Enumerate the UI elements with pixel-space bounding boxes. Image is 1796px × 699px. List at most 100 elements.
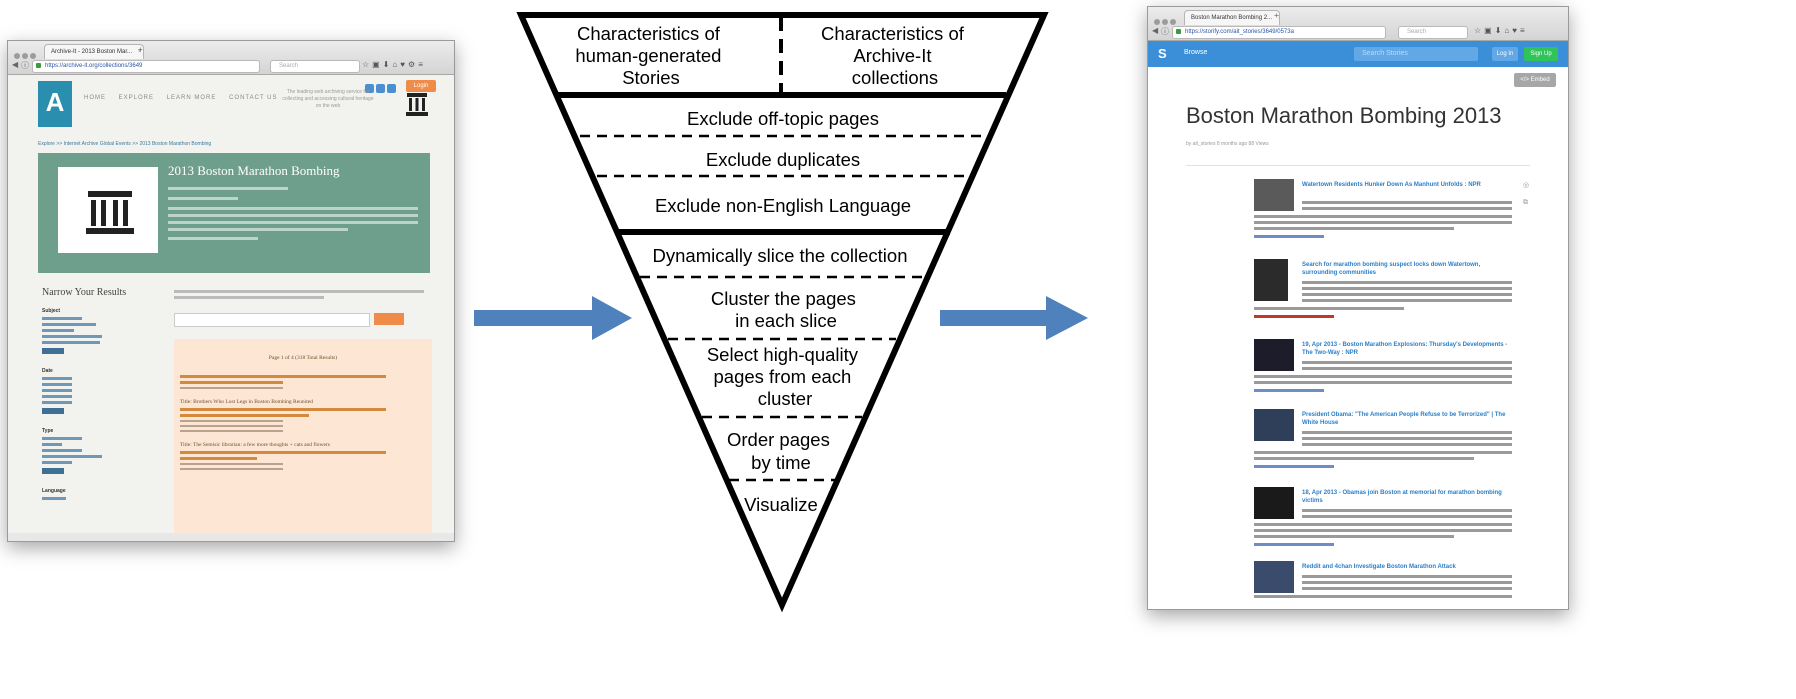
facet-link [42,497,66,500]
item-text [1254,227,1454,230]
browser-tab: Archive-It - 2013 Boston Mar... × [44,44,144,59]
item-text [1254,307,1404,310]
item-source [1254,235,1324,238]
storify-screenshot: Boston Marathon Bombing 2...× + ◀ ⓘ http… [1147,6,1569,610]
more-button [42,408,64,414]
facet-subject: Subject [42,308,61,314]
result-meta [180,468,284,470]
social-icons [363,80,396,98]
browser-chrome: Boston Marathon Bombing 2...× + ◀ ⓘ http… [1148,7,1568,41]
address-bar: https://storify.com/ait_stories/3649/057… [1172,26,1386,39]
pipeline-funnel: Characteristics of human-generated Stori… [516,12,1049,613]
item-text [1254,523,1512,526]
internet-archive-logo [58,167,158,253]
story-item: 19, Apr 2013 - Boston Marathon Explosion… [1188,339,1528,405]
item-thumbnail [1254,561,1294,593]
nav-home: HOME [84,95,106,101]
item-title: Search for marathon bombing suspect lock… [1302,262,1481,276]
facet-link [42,329,74,332]
embed-button: </> Embed [1514,73,1556,87]
page-info: Page 1 of 4 (318 Total Results) [268,355,338,361]
login-button: Log In [1492,47,1518,61]
results-panel: Page 1 of 4 (318 Total Results) Title: B… [174,339,432,541]
item-text [1302,299,1512,302]
facet-link [42,395,72,398]
new-tab-icon: + [1274,11,1279,20]
facet-type: Type [42,428,54,434]
facet-link [42,401,72,404]
item-thumbnail [1254,179,1294,211]
comment-icon: ◎ [1523,182,1530,189]
collection-banner: 2013 Boston Marathon Bombing [38,153,430,273]
item-text [1302,207,1512,210]
result-meta [180,430,284,432]
story-search-input: Search Stories [1354,47,1478,61]
browser-chrome: Archive-It - 2013 Boston Mar...× + ◀ ⓘ h… [8,41,454,75]
divider [1186,165,1530,166]
window-controls [1154,12,1178,30]
item-thumbnail [1254,409,1294,441]
item-source [1254,315,1334,318]
storify-navbar: S Browse Search Stories Log In Sign Up [1148,41,1568,67]
info-icon: ⓘ [1161,27,1169,36]
close-tab-icon: × [138,49,142,55]
collection-title: 2013 Boston Marathon Bombing [168,163,340,178]
tab-title: Archive-It - 2013 Boston Mar... [51,49,133,55]
stories-characteristics-label: Characteristics of human-generated Stori… [575,23,726,88]
archive-it-screenshot: Archive-It - 2013 Boston Mar...× + ◀ ⓘ h… [7,40,455,542]
story-meta: by ait_stories 8 months ago 88 Views [1186,141,1269,147]
item-text [1254,221,1512,224]
result-url [180,457,258,460]
item-text [1302,587,1512,590]
item-text [1254,529,1512,532]
result-url [180,414,309,417]
archive-header: A HOME EXPLORE LEARN MORE CONTACT US The… [38,81,428,131]
browse-link: Browse [1184,49,1208,56]
item-text [1254,457,1474,460]
facet-link [42,335,102,338]
toolbar-icons: ☆▣⬇⌂♥≡ [1474,26,1528,35]
storify-logo-icon: S [1158,46,1167,61]
story-item: President Obama: "The American People Re… [1188,409,1528,481]
step-exclude-duplicates: Exclude duplicates [706,149,860,170]
item-text [1302,575,1512,578]
result-title: Title: Brothers Who Lost Legs in Boston … [180,399,313,405]
item-text [1302,437,1512,440]
signup-button: Sign Up [1524,47,1558,61]
step-visualize: Visualize [744,494,818,515]
story-title: Boston Marathon Bombing 2013 [1186,103,1502,128]
facet-link [42,449,82,452]
facet-link [42,317,82,320]
item-text [1254,375,1512,378]
facet-link [42,443,62,446]
item-title: 19, Apr 2013 - Boston Marathon Explosion… [1302,342,1508,356]
facet-link [42,383,72,386]
arrow-right-icon [940,296,1088,340]
banner-line [168,237,258,240]
archive-it-logo: A [38,81,72,127]
facet-language: Language [42,488,66,494]
story-item: Watertown Residents Hunker Down As Manhu… [1188,179,1530,249]
step-exclude-offtopic: Exclude off-topic pages [687,108,879,129]
browser-search: Search [270,60,360,73]
item-text [1302,431,1512,434]
result-url [180,408,387,411]
toolbar-icons: ☆▣⬇⌂♥⚙≡ [362,60,426,69]
item-source [1254,543,1334,546]
item-text [1302,361,1512,364]
lock-icon [36,63,41,68]
facet-link [42,455,102,458]
facet-link [42,323,96,326]
item-thumbnail [1254,259,1288,301]
item-source [1254,465,1334,468]
banner-line [168,221,418,224]
item-text [1254,595,1512,598]
result-title: Title: The Semisic librarian: a few more… [180,442,330,448]
item-text [1302,509,1512,512]
facet-link [42,377,72,380]
item-text [1254,535,1454,538]
login-button: Login [406,80,436,92]
item-text [1302,281,1512,284]
item-text [1302,201,1512,204]
item-thumbnail [1254,487,1294,519]
